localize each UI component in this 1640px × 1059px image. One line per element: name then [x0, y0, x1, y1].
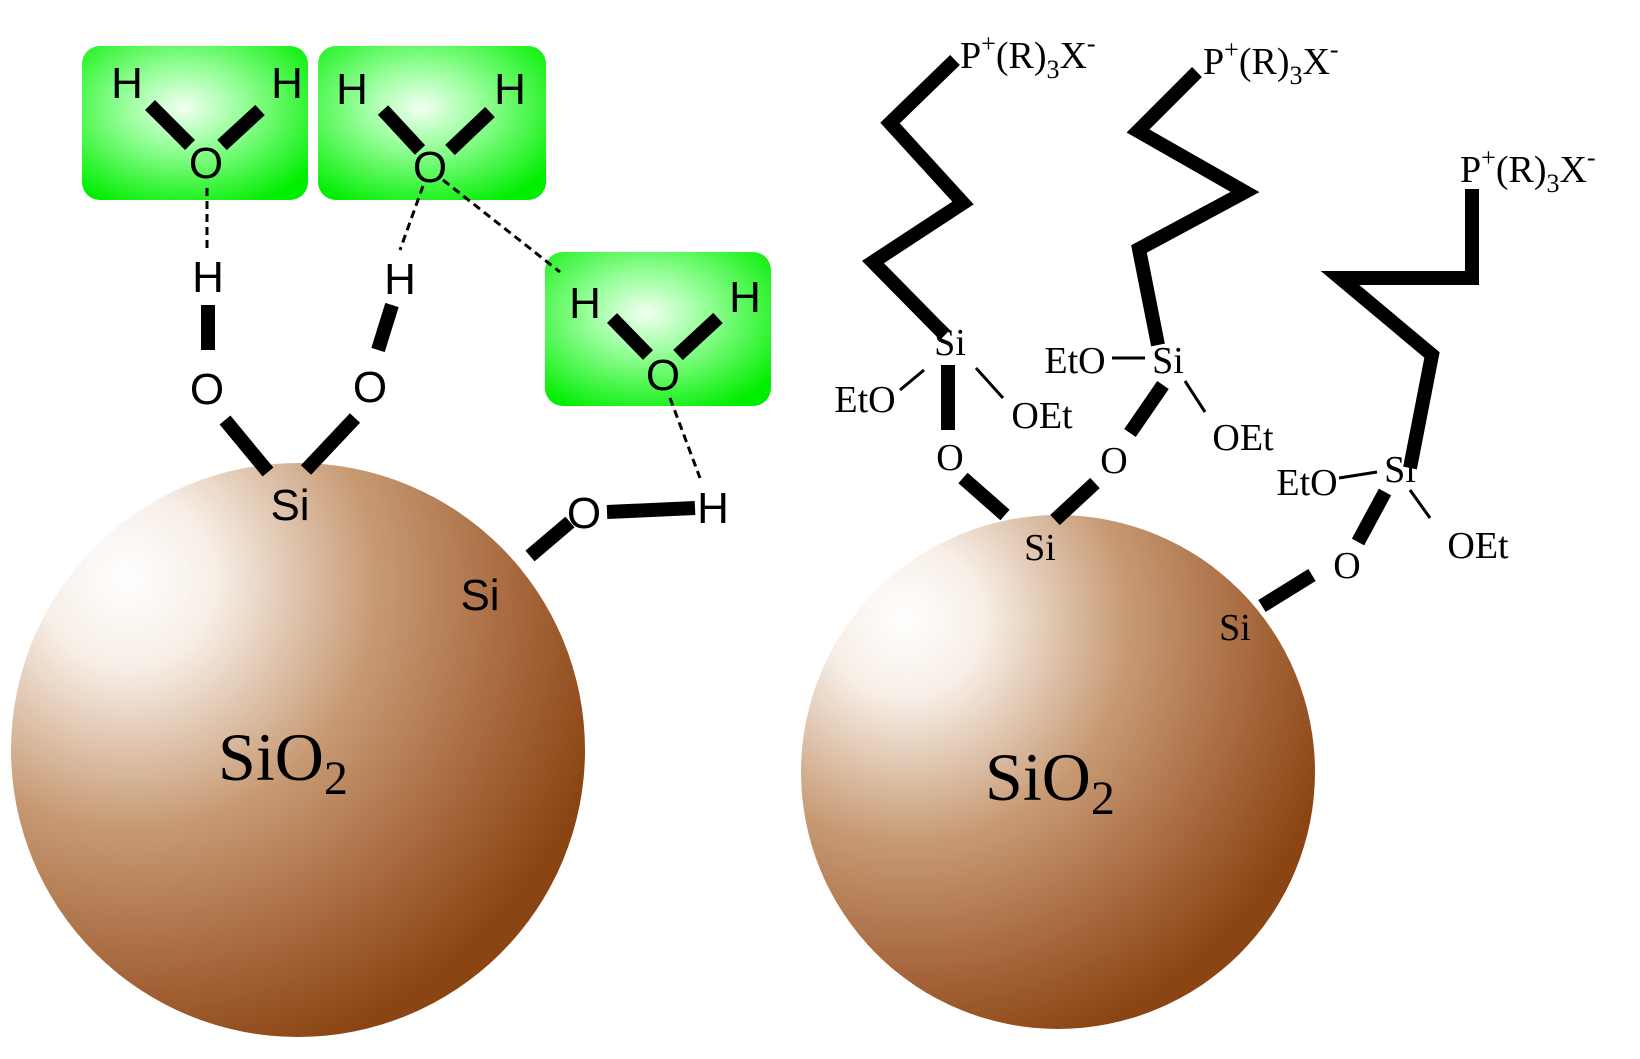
left-panel: SiO2	[11, 46, 771, 1037]
silane3-bridge-o: O	[1333, 545, 1360, 587]
siloxane-bonds	[941, 365, 1392, 612]
water1-h-left: H	[111, 59, 143, 108]
water-box-3	[545, 252, 771, 406]
water2-h-left: H	[336, 65, 368, 114]
silanol2-o: O	[353, 363, 387, 412]
water3-o: O	[646, 351, 680, 400]
phosphonium-head-3: P+(R)3X-	[1460, 143, 1596, 198]
silanol-bonds	[201, 302, 696, 562]
silanol3-h: H	[697, 484, 729, 533]
water-bonds	[145, 100, 723, 361]
right-particle-label: SiO2	[985, 739, 1115, 825]
water-box-2	[318, 46, 546, 200]
silane3-si: Si	[1384, 449, 1416, 491]
water3-h-right: H	[729, 273, 761, 322]
silane3-oet: OEt	[1447, 525, 1509, 567]
silane1-si: Si	[934, 322, 966, 364]
right-si-side: Si	[1219, 607, 1251, 649]
left-silica-particle	[11, 463, 585, 1037]
water2-h-right: H	[494, 65, 526, 114]
silane-bonds	[899, 356, 1432, 519]
hydrogen-bonds	[205, 178, 702, 479]
right-panel: SiO2 Si EtO OEt	[801, 29, 1596, 1029]
silane1-eto: EtO	[834, 379, 895, 421]
silanol2-h: H	[384, 255, 416, 304]
water1-o: O	[189, 139, 223, 188]
left-si-side: Si	[460, 571, 499, 620]
water1-h-right: H	[271, 59, 303, 108]
silane2-eto: EtO	[1044, 340, 1105, 382]
silanol1-h: H	[192, 253, 224, 302]
alkyl-chains	[862, 54, 1479, 470]
left-particle-label: SiO2	[218, 719, 348, 805]
water-box-1	[82, 46, 308, 200]
silane1-oet: OEt	[1011, 395, 1073, 437]
water2-o: O	[413, 143, 447, 192]
silane2-oet: OEt	[1212, 417, 1274, 459]
silane3-eto: EtO	[1276, 462, 1337, 504]
silane1-bridge-o: O	[936, 437, 963, 479]
silanol3-o: O	[567, 489, 601, 538]
phosphonium-head-2: P+(R)3X-	[1203, 35, 1339, 90]
water3-h-left: H	[569, 279, 601, 328]
silane2-bridge-o: O	[1100, 440, 1127, 482]
right-si-top: Si	[1024, 527, 1056, 569]
right-silica-particle	[801, 515, 1315, 1029]
left-si-top: Si	[270, 481, 309, 530]
silanol1-o: O	[190, 365, 224, 414]
phosphonium-head-1: P+(R)3X-	[960, 29, 1096, 84]
silane2-si: Si	[1152, 340, 1184, 382]
